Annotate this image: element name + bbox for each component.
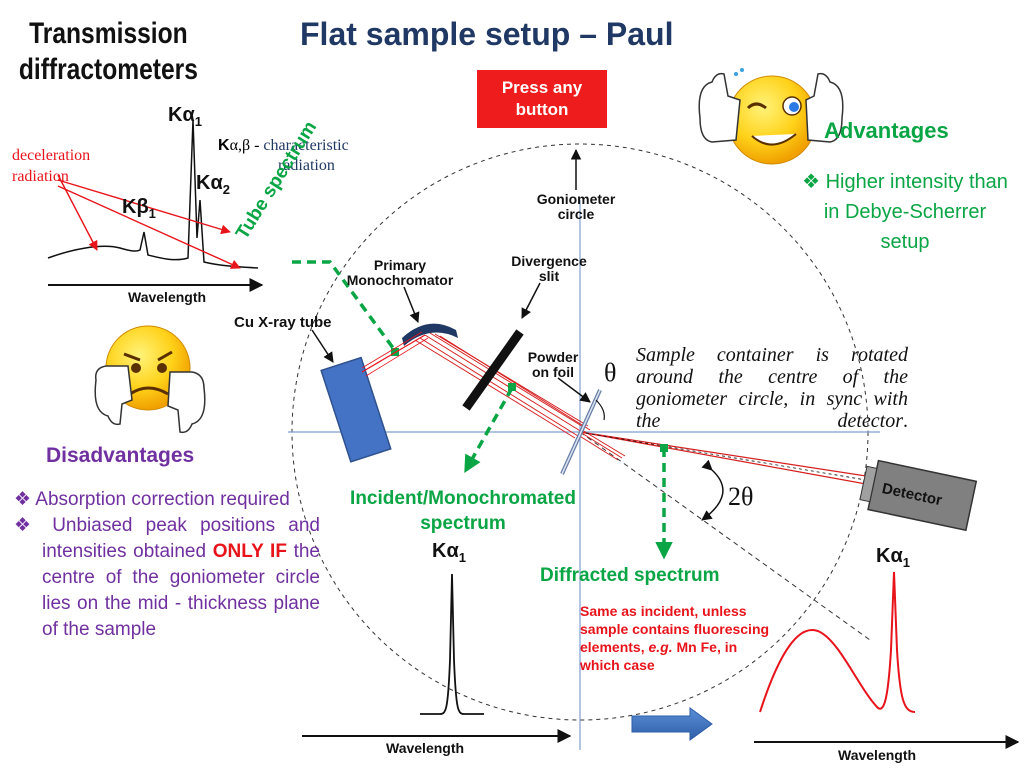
incident-pointer bbox=[464, 387, 514, 474]
diffracted-beam bbox=[579, 431, 867, 485]
divergence-slit-pointer bbox=[521, 282, 541, 319]
divergence-slit-label: Divergence slit bbox=[511, 253, 587, 284]
left-title: Transmission diffractometers bbox=[10, 16, 207, 88]
decel-arrow-2 bbox=[57, 179, 231, 235]
characteristic-radiation-label: Kα,β - characteristic radiation bbox=[218, 137, 349, 174]
powder-on-foil-label: Powder on foil bbox=[527, 349, 579, 380]
incident-peak bbox=[420, 573, 484, 715]
powder-pointer bbox=[557, 377, 591, 403]
diffracted-spectrum-label: Diffracted spectrum bbox=[540, 565, 720, 586]
bullet-diamond-icon: ❖ bbox=[802, 171, 826, 193]
left-title-line1: Transmission bbox=[29, 17, 188, 50]
theta-label: θ bbox=[604, 358, 617, 387]
disadvantages-heading: Disadvantages bbox=[46, 444, 195, 467]
list-item: ❖ Unbiased peak positions and intensitie… bbox=[14, 515, 320, 640]
top-ka1-label: Kα1 bbox=[168, 104, 202, 129]
monochromator-pointer bbox=[403, 286, 420, 323]
incident-spectrum-plot bbox=[302, 573, 572, 743]
primary-monochromator bbox=[402, 323, 458, 346]
goniometer-circle-label: Goniometer circle bbox=[536, 191, 616, 222]
bottom-left-wavelength-label: Wavelength bbox=[386, 740, 465, 756]
detector bbox=[859, 459, 978, 532]
cu-xray-tube-label: Cu X-ray tube bbox=[234, 314, 332, 331]
two-theta-arc bbox=[701, 459, 724, 521]
top-kb1-label: Kβ1 bbox=[122, 196, 156, 221]
list-item: ❖ Absorption correction required bbox=[14, 489, 290, 510]
deceleration-radiation-label: deceleration radiation bbox=[12, 147, 91, 185]
two-theta-label: 2θ bbox=[728, 482, 754, 511]
right-arrow-icon bbox=[631, 707, 713, 741]
top-wavelength-label: Wavelength bbox=[128, 289, 207, 305]
decel-arrow-1 bbox=[57, 174, 98, 251]
tube-spectrum-pointer bbox=[292, 260, 398, 354]
bullet-diamond-icon: ❖ bbox=[14, 515, 53, 536]
fluorescent-spectrum-plot bbox=[754, 571, 1020, 749]
winking-thumbs-up-emoji-icon bbox=[698, 68, 844, 165]
press-button-line2: button bbox=[515, 100, 569, 119]
fluorescence-note: Same as incident, unless sample contains… bbox=[580, 603, 770, 673]
diffracted-direction-line bbox=[579, 431, 871, 641]
list-item: ❖ Higher intensity than in Debye-Scherre… bbox=[802, 171, 1008, 253]
bottom-right-wavelength-label: Wavelength bbox=[838, 747, 917, 763]
page-title: Flat sample setup – Paul bbox=[300, 16, 674, 52]
bottom-right-ka1-label: Kα1 bbox=[876, 545, 910, 570]
worried-thumbs-down-emoji-icon bbox=[94, 325, 206, 434]
sample-rotation-note: Sample container is rotated around the c… bbox=[636, 344, 908, 432]
bullet-diamond-icon: ❖ bbox=[14, 489, 36, 510]
top-ka2-label: Kα2 bbox=[196, 172, 230, 197]
transmitted-beam bbox=[577, 429, 626, 461]
left-title-line2: diffractometers bbox=[18, 53, 198, 86]
disadvantages-list: ❖ Absorption correction required ❖ Unbia… bbox=[14, 487, 320, 643]
primary-monochromator-label: Primary Monochromator bbox=[346, 257, 454, 288]
advantages-heading: Advantages bbox=[824, 118, 949, 143]
fluorescent-curve bbox=[759, 571, 916, 713]
press-any-button[interactable]: Press any button bbox=[477, 70, 607, 128]
tube-spectrum-plot bbox=[47, 119, 264, 292]
press-button-line1: Press any bbox=[501, 78, 583, 97]
bottom-left-ka1-label: Kα1 bbox=[432, 540, 466, 565]
cu-tube-pointer bbox=[311, 329, 334, 363]
decel-arrow-3 bbox=[57, 185, 241, 269]
tube-spectrum-curve bbox=[47, 119, 259, 269]
advantages-list: ❖ Higher intensity than in Debye-Scherre… bbox=[800, 167, 1010, 257]
incident-spectrum-label: Incident/Monochromated spectrum bbox=[350, 488, 576, 534]
divergence-slit bbox=[462, 329, 524, 411]
theta-arc bbox=[595, 399, 605, 421]
cu-xray-tube bbox=[320, 356, 392, 463]
